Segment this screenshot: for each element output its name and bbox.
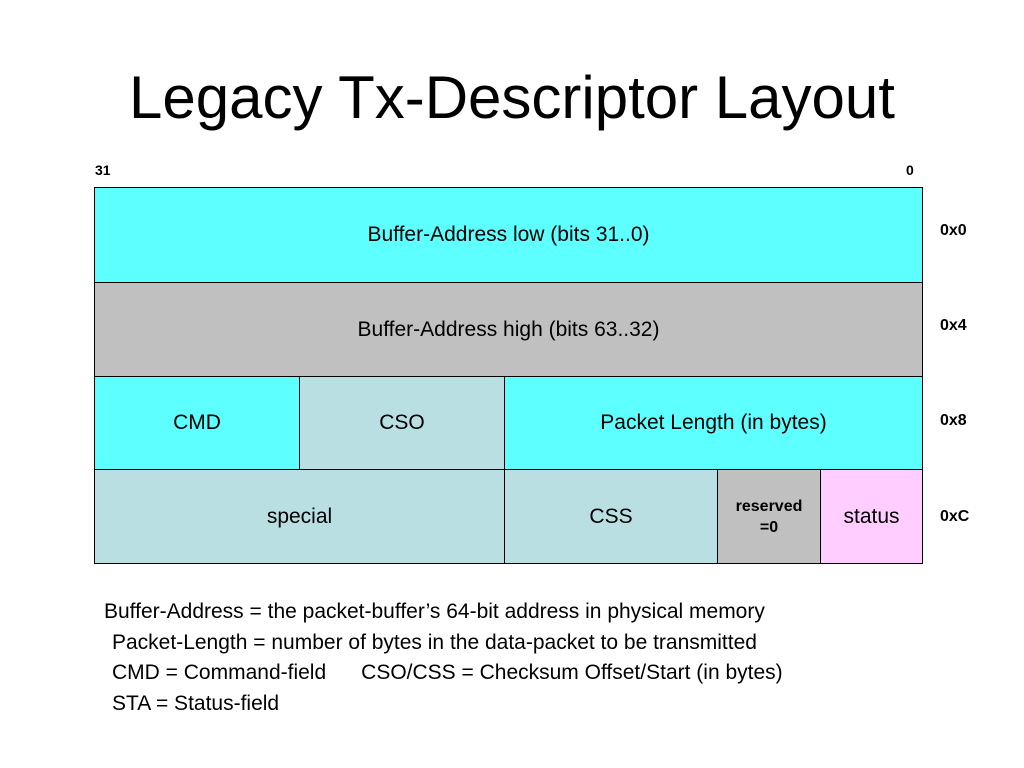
offset-label-0xc: 0xC [940,508,970,525]
legend-notes: Buffer-Address = the packet-buffer’s 64-… [104,597,783,719]
bit-label-high: 31 [95,162,111,178]
field-special: special [94,469,505,564]
field-buffer-address-high: Buffer-Address high (bits 63..32) [94,282,923,377]
bit-label-low: 0 [906,162,914,178]
field-status: status [820,469,923,564]
note-cmd-cso-css: CMD = Command-field CSO/CSS = Checksum O… [112,661,783,684]
offset-label-0x8: 0x8 [940,412,967,429]
slide-title: Legacy Tx-Descriptor Layout [129,64,895,131]
field-reserved: reserved =0 [717,469,821,564]
offset-label-0x0: 0x0 [940,222,967,239]
note-status: STA = Status-field [112,691,280,715]
note-packet-length: Packet-Length = number of bytes in the d… [112,630,757,654]
field-buffer-address-low: Buffer-Address low (bits 31..0) [94,187,923,283]
field-packet-length: Packet Length (in bytes) [504,376,923,470]
field-css: CSS [504,469,718,564]
field-cmd: CMD [94,376,300,470]
note-buffer-address: Buffer-Address = the packet-buffer’s 64-… [104,600,765,623]
offset-label-0x4: 0x4 [940,317,967,334]
field-cso: CSO [299,376,505,470]
